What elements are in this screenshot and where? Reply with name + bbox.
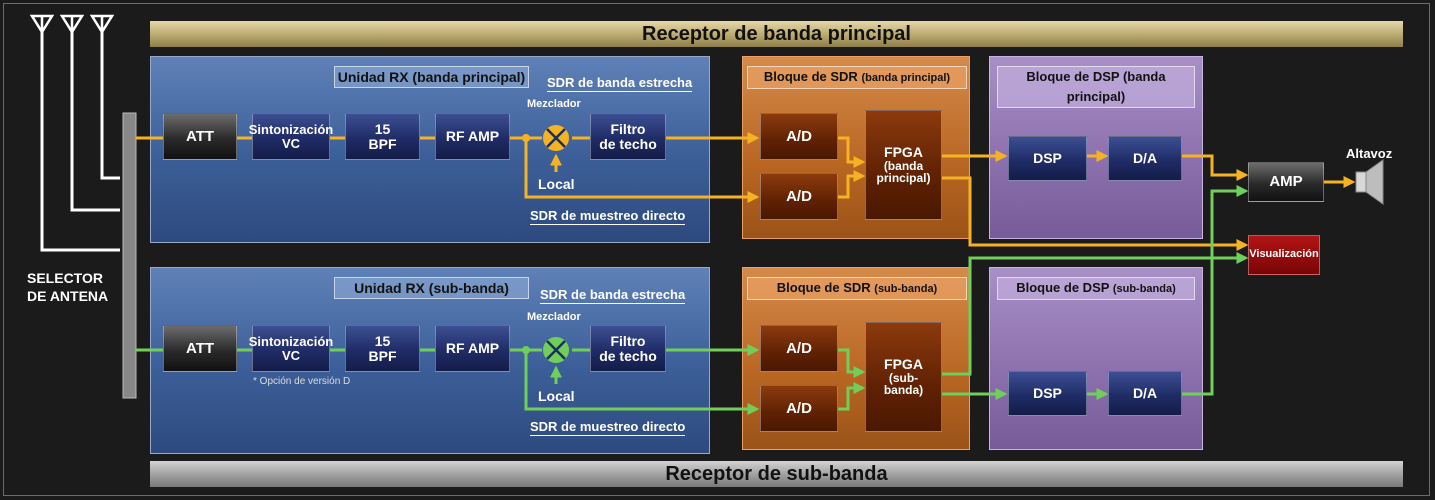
speaker-label: Altavoz [1346, 146, 1393, 161]
sub-local-label: Local [538, 388, 575, 404]
main-tuning-line2: VC [281, 135, 301, 151]
antenna-lines [40, 30, 120, 252]
sub-mixer-cross [546, 340, 566, 360]
main-signal-path [136, 132, 1356, 251]
speaker-icon [1355, 159, 1384, 205]
rx-unit-sub-title: Unidad RX (sub-banda) [334, 277, 529, 299]
dsp-block-sub-title-text: Bloque de DSP [1016, 280, 1110, 295]
main-roofing-line2: de techo [599, 135, 657, 152]
dsp-block-main-title: Bloque de DSP (banda principal) [997, 66, 1195, 108]
main-tuning-line1: Sintonización [248, 121, 334, 137]
antenna-selector-label-1: SELECTOR [27, 270, 103, 286]
outer-frame [3, 3, 1430, 496]
sub-ad2-block: A/D [760, 385, 838, 432]
main-da-block: D/A [1108, 136, 1182, 181]
sub-att-block: ATT [163, 325, 237, 372]
main-local-label: Local [538, 176, 575, 192]
main-dsp-block: DSP [1008, 136, 1087, 181]
main-fpga-line3: principal) [876, 171, 931, 186]
dsp-block-sub-title-suffix: (sub-banda) [1112, 283, 1176, 295]
sub-dsp-block: DSP [1008, 371, 1087, 416]
antenna-icons [29, 14, 115, 35]
main-ad2-block: A/D [760, 173, 838, 220]
sdr-block-main-title: Bloque de SDR (banda principal) [747, 66, 967, 89]
sub-fpga-line3: banda) [883, 383, 924, 398]
sub-fpga-block: FPGA(sub-banda) [865, 322, 942, 432]
amp-block: AMP [1248, 162, 1324, 202]
sub-fpga-line2: (sub- [888, 370, 919, 385]
main-fpga-line1: FPGA [884, 144, 923, 161]
sub-narrow-label: SDR de banda estrecha [540, 287, 686, 304]
sdr-block-sub-title: Bloque de SDR (sub-banda) [747, 277, 967, 300]
main-band-header: Receptor de banda principal [150, 21, 1403, 47]
sub-roofing-line1: Filtro [610, 332, 646, 349]
antenna-selector-bar [122, 112, 137, 399]
antenna-selector-label-2: DE ANTENA [27, 288, 109, 304]
sub-split-node [522, 346, 530, 354]
main-mixer-label: Mezclador [527, 98, 581, 110]
sub-da-block: D/A [1108, 371, 1182, 416]
sub-ad1-block: A/D [760, 325, 838, 372]
display-block: Visualización [1248, 235, 1320, 275]
sub-direct-label: SDR de muestreo directo [530, 419, 686, 436]
sub-bpf-line1: 15 [374, 332, 391, 349]
main-bpf-line2: BPF [368, 135, 397, 152]
sub-band-footer: Receptor de sub-banda [150, 461, 1403, 487]
main-ad1-block: A/D [760, 113, 838, 160]
sub-fpga-line1: FPGA [884, 356, 923, 373]
sub-tuning-line2: VC [281, 347, 301, 363]
sdr-block-sub-title-text: Bloque de SDR [776, 280, 871, 295]
sub-mixer-label: Mezclador [527, 311, 581, 323]
sdr-block-sub-title-suffix: (sub-banda) [874, 283, 938, 295]
main-split-node [522, 134, 530, 142]
sdr-block-main-title-suffix: (banda principal) [861, 72, 951, 84]
main-att-block: ATT [163, 113, 237, 160]
sub-signal-path [136, 185, 1249, 415]
sub-tuning-note: * Opción de versión D [253, 376, 351, 387]
sdr-block-main-title-text: Bloque de SDR [763, 69, 858, 84]
rx-unit-main-title: Unidad RX (banda principal) [334, 66, 529, 88]
sub-roofing-line2: de techo [599, 347, 657, 364]
sub-tuning-line1: Sintonización [248, 333, 334, 349]
main-rfamp-block: RF AMP [435, 113, 510, 160]
main-direct-label: SDR de muestreo directo [530, 208, 686, 225]
main-mixer-cross [546, 128, 566, 148]
main-bpf-line1: 15 [374, 120, 391, 137]
dsp-block-sub-title: Bloque de DSP (sub-banda) [997, 277, 1195, 300]
main-roofing-line1: Filtro [610, 120, 646, 137]
dsp-block-sub: Bloque de DSP (sub-banda) [989, 267, 1203, 450]
sub-rfamp-block: RF AMP [435, 325, 510, 372]
main-fpga-line2: (banda [883, 158, 924, 173]
main-narrow-label: SDR de banda estrecha [547, 75, 693, 92]
sub-bpf-line2: BPF [368, 347, 397, 364]
